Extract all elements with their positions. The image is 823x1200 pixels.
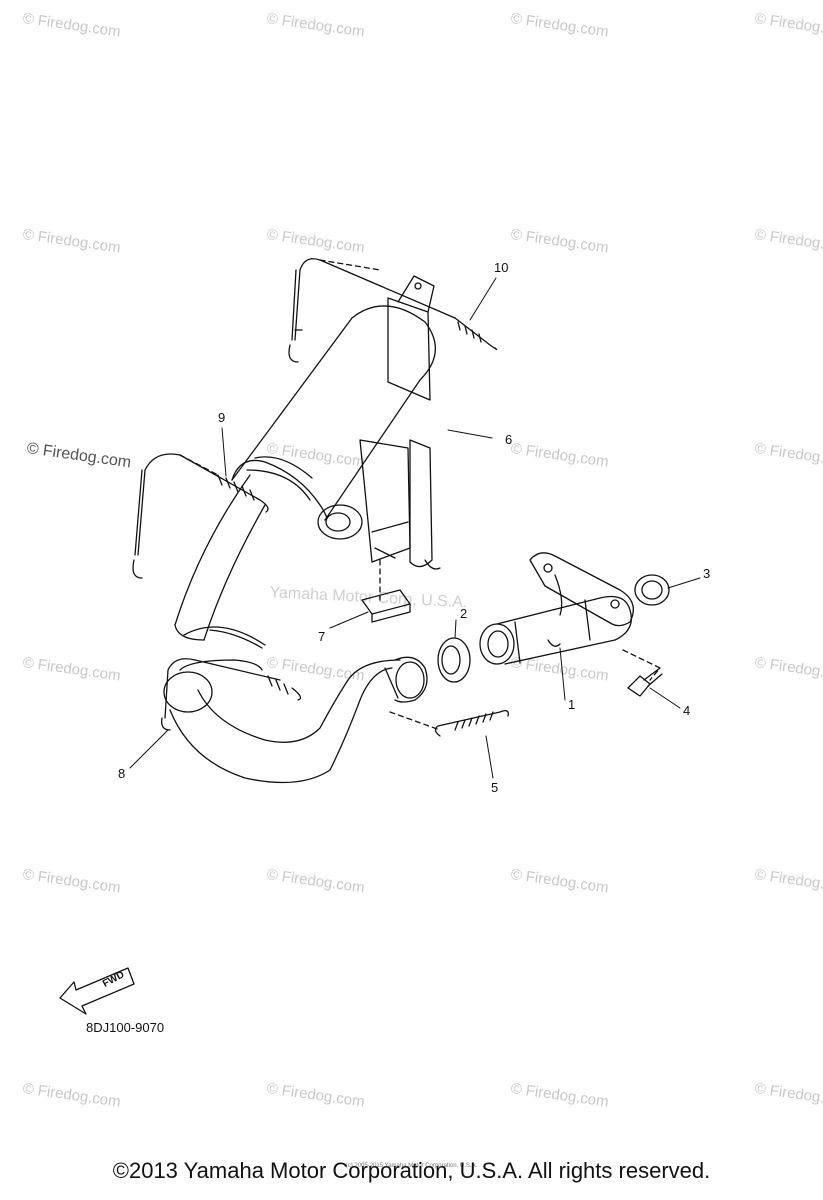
callout-5: 5	[491, 780, 499, 795]
lower-hanger-part	[161, 658, 302, 731]
callout-4: 4	[683, 703, 691, 718]
assembly-lines	[179, 259, 661, 731]
callout-1: 1	[568, 697, 576, 712]
spring-part	[434, 710, 509, 737]
callout-8: 8	[118, 766, 126, 781]
copyright-notice: ©2013 Yamaha Motor Corporation, U.S.A. A…	[112, 1158, 711, 1183]
callout-9: 9	[218, 410, 226, 425]
gasket-part	[437, 637, 471, 683]
tiny-copyright: (c) 2005-2015 Yamaha Motor Corporation, …	[345, 1163, 478, 1169]
exhaust-joint-part	[479, 552, 634, 665]
damper-part	[361, 589, 411, 623]
callout-2: 2	[460, 606, 468, 621]
bolt-part	[627, 667, 663, 697]
upper-hanger-part	[288, 258, 498, 363]
leader-lines	[129, 277, 701, 779]
fwd-arrow-icon	[59, 967, 135, 1015]
muffler-part	[231, 275, 441, 570]
callout-3: 3	[703, 566, 711, 581]
callout-10: 10	[494, 260, 509, 275]
callout-6: 6	[505, 432, 513, 447]
gasket-ring-part	[634, 574, 670, 606]
callout-7: 7	[318, 629, 326, 644]
part-code: 8DJ100-9070	[86, 1020, 165, 1035]
exhaust-pipe-part	[163, 474, 428, 784]
